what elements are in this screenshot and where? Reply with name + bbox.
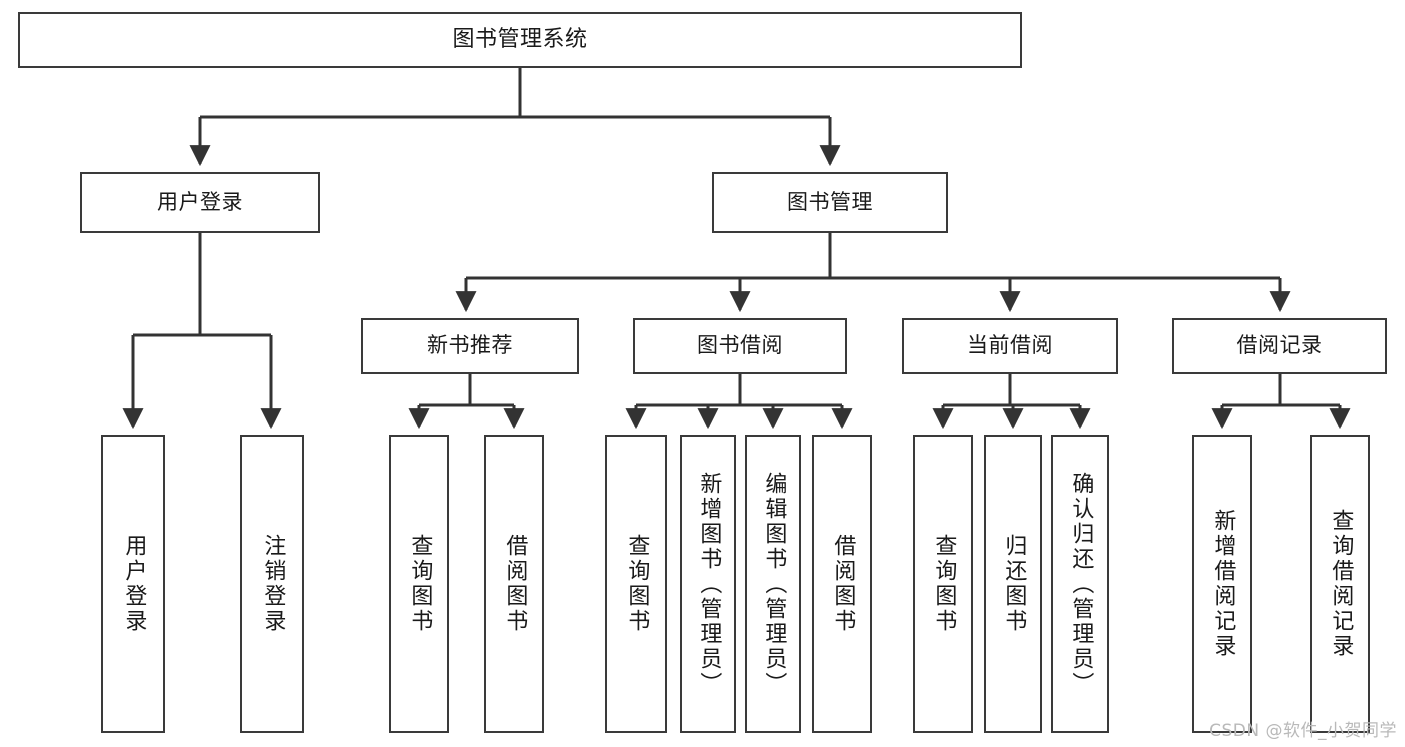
node-new-book-recommend[interactable]: 新书推荐 — [361, 318, 579, 374]
leaf-borrow-add-book-admin-label: 新增图书（管理员） — [696, 471, 722, 697]
node-user-login-label: 用户登录 — [157, 189, 243, 214]
node-root[interactable]: 图书管理系统 — [18, 12, 1022, 68]
leaf-borrow-lend-book-label: 借阅图书 — [830, 534, 856, 634]
leaf-new-books-query-label: 查询图书 — [407, 534, 433, 634]
leaf-borrow-query[interactable]: 查询图书 — [605, 435, 667, 733]
node-current-borrow-label: 当前借阅 — [967, 333, 1053, 358]
node-current-borrow[interactable]: 当前借阅 — [902, 318, 1118, 374]
leaf-new-books-borrow-label: 借阅图书 — [502, 534, 528, 634]
leaf-new-books-query[interactable]: 查询图书 — [389, 435, 449, 733]
leaf-current-confirm-return-admin-label: 确认归还（管理员） — [1068, 471, 1094, 697]
leaf-borrow-query-label: 查询图书 — [624, 534, 650, 634]
leaf-borrow-edit-book-admin-label: 编辑图书（管理员） — [761, 471, 787, 697]
leaf-current-return-book[interactable]: 归还图书 — [984, 435, 1042, 733]
leaf-user-login[interactable]: 用户登录 — [101, 435, 165, 733]
leaf-user-logout-label: 注销登录 — [260, 534, 286, 634]
leaf-current-query-label: 查询图书 — [931, 534, 957, 634]
node-book-borrow-label: 图书借阅 — [697, 333, 783, 358]
leaf-new-books-borrow[interactable]: 借阅图书 — [484, 435, 544, 733]
leaf-current-return-book-label: 归还图书 — [1001, 534, 1027, 634]
leaf-borrow-edit-book-admin[interactable]: 编辑图书（管理员） — [745, 435, 801, 733]
node-new-book-recommend-label: 新书推荐 — [427, 333, 513, 358]
leaf-records-add[interactable]: 新增借阅记录 — [1192, 435, 1252, 733]
node-borrow-records[interactable]: 借阅记录 — [1172, 318, 1387, 374]
leaf-borrow-add-book-admin[interactable]: 新增图书（管理员） — [680, 435, 736, 733]
node-user-login[interactable]: 用户登录 — [80, 172, 320, 233]
leaf-borrow-lend-book[interactable]: 借阅图书 — [812, 435, 872, 733]
node-book-management-label: 图书管理 — [787, 189, 873, 214]
node-borrow-records-label: 借阅记录 — [1236, 333, 1323, 358]
leaf-user-logout[interactable]: 注销登录 — [240, 435, 304, 733]
leaf-current-confirm-return-admin[interactable]: 确认归还（管理员） — [1051, 435, 1109, 733]
node-book-management[interactable]: 图书管理 — [712, 172, 948, 233]
leaf-records-query[interactable]: 查询借阅记录 — [1310, 435, 1370, 733]
leaf-user-login-label: 用户登录 — [121, 534, 147, 634]
node-book-borrow[interactable]: 图书借阅 — [633, 318, 847, 374]
watermark-text: CSDN @软件_小贺同学 — [1209, 721, 1397, 741]
leaf-current-query[interactable]: 查询图书 — [913, 435, 973, 733]
leaf-records-add-label: 新增借阅记录 — [1210, 509, 1236, 659]
node-root-label: 图书管理系统 — [452, 26, 588, 52]
leaf-records-query-label: 查询借阅记录 — [1328, 509, 1354, 659]
